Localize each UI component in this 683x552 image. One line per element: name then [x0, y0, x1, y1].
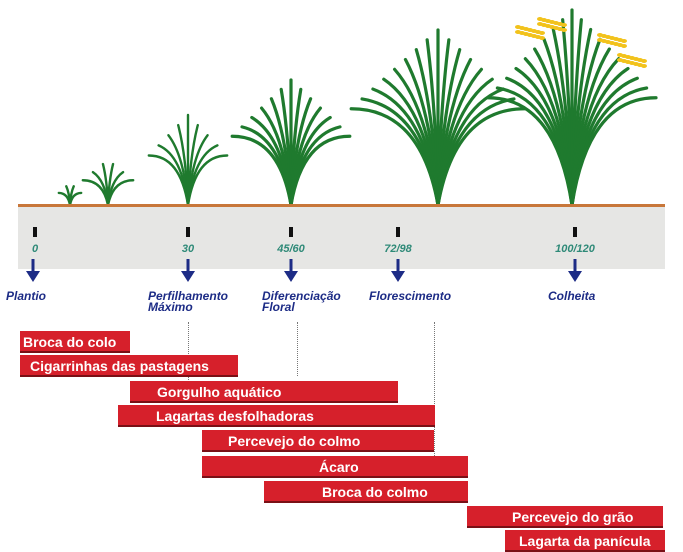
soil-band [18, 204, 665, 269]
tick-day-30 [186, 227, 190, 237]
guide-line-45-60 [297, 322, 298, 376]
pest-bar-percevejo-colmo: Percevejo do colmo [202, 430, 434, 452]
arrow-down-icon [181, 259, 195, 282]
tick-day-100-120 [573, 227, 577, 237]
pest-bar-broca-do-colo: Broca do colo [20, 331, 130, 353]
rice-growth-illustration [57, 8, 658, 210]
arrow-down-icon [391, 259, 405, 282]
guide-line-72-98 [434, 322, 435, 470]
stage-label-plantio: Plantio [6, 289, 47, 303]
arrow-down-icon [26, 259, 40, 282]
pest-bar-broca-colmo: Broca do colmo [264, 481, 468, 503]
day-label-0: 0 [31, 243, 39, 255]
stage-label-diferenciacao: Diferenciação Floral [262, 289, 341, 314]
pest-bar-cigarrinhas: Cigarrinhas das pastagens [20, 355, 238, 377]
day-label-30: 30 [181, 243, 195, 255]
rice-plants [57, 8, 658, 210]
pest-bar-acaro: Ácaro [202, 456, 468, 478]
stage-label-florescimento: Florescimento [369, 289, 452, 303]
pest-bar-lagartas: Lagartas desfolhadoras [118, 405, 435, 427]
day-label-72-98: 72/98 [384, 243, 412, 255]
arrow-down-icon [284, 259, 298, 282]
stage-label-colheita: Colheita [548, 289, 596, 303]
pest-bar-lagarta-panicula: Lagarta da panícula [505, 530, 665, 552]
guide-line-30 [188, 322, 189, 384]
tick-day-45-60 [289, 227, 293, 237]
tick-day-72-98 [396, 227, 400, 237]
pest-bar-percevejo-grao: Percevejo do grão [467, 506, 663, 528]
pest-bar-gorgulho: Gorgulho aquático [130, 381, 398, 403]
day-label-45-60: 45/60 [277, 243, 305, 255]
day-label-100-120: 100/120 [555, 243, 595, 255]
stage-label-perfilhamento: Perfilhamento Máximo [148, 289, 229, 314]
tick-day-0 [33, 227, 37, 237]
arrow-down-icon [568, 259, 582, 282]
